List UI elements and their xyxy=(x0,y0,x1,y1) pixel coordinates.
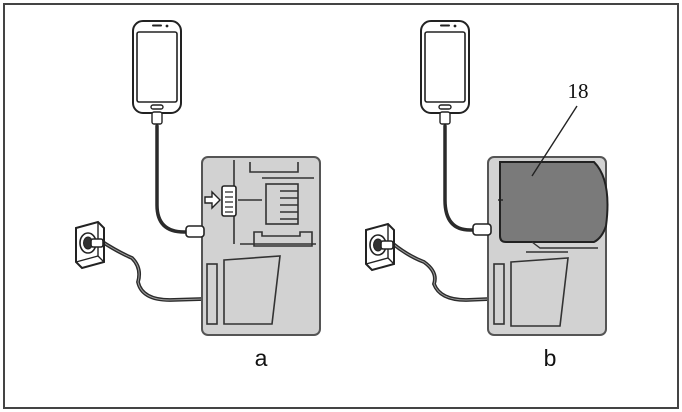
smartphone-icon xyxy=(420,20,470,114)
figure-border xyxy=(3,3,679,409)
power-plug-icon xyxy=(472,223,492,236)
panel-b: 18 b xyxy=(365,20,609,371)
power-plug-icon xyxy=(185,225,205,238)
panel-label-a: a xyxy=(255,345,268,371)
wall-outlet-icon xyxy=(365,223,395,271)
callout-leader xyxy=(531,105,578,177)
panel-a: a xyxy=(75,20,321,371)
power-cable-b xyxy=(390,241,492,302)
storage-slot-b xyxy=(493,251,569,327)
callout-number: 18 xyxy=(568,79,589,103)
battery-pack-icon xyxy=(499,161,609,243)
storage-slot-a xyxy=(206,255,281,325)
panel-label-b: b xyxy=(544,345,557,371)
smartphone-icon xyxy=(132,20,182,114)
usb-cable-a xyxy=(155,124,202,234)
arrow-right-icon xyxy=(204,190,221,210)
usb-cable-b xyxy=(443,124,484,232)
wall-outlet-icon xyxy=(75,221,105,269)
battery-bay-a xyxy=(233,160,316,247)
